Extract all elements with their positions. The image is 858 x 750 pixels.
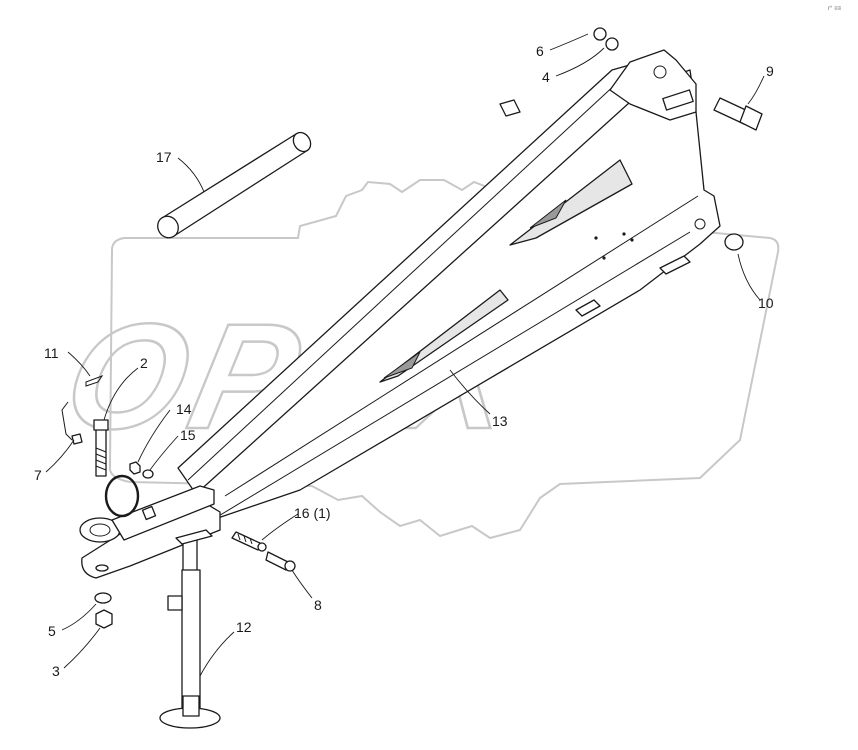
loose-parts — [231, 27, 763, 572]
bushing-top — [499, 99, 521, 117]
jack-stand — [159, 529, 221, 729]
washer — [94, 592, 112, 604]
drawbar-frame — [177, 49, 721, 521]
callout-9: 9 — [766, 63, 774, 79]
callout-labels: 6 4 9 10 17 11 2 14 15 7 16 (1) 13 8 12 … — [34, 43, 774, 679]
callout-6: 6 — [536, 43, 544, 59]
o-ring-4 — [605, 37, 619, 51]
callout-8: 8 — [314, 597, 322, 613]
callout-15: 15 — [180, 427, 196, 443]
bracket-mid — [575, 299, 601, 317]
callout-13: 13 — [492, 413, 508, 429]
bolt-16 — [231, 531, 263, 551]
cotter-pin — [85, 374, 104, 387]
callout-4: 4 — [542, 69, 550, 85]
callout-7: 7 — [34, 467, 42, 483]
callout-5: 5 — [48, 623, 56, 639]
rear-slot-plate — [662, 89, 694, 111]
callout-3: 3 — [52, 663, 60, 679]
callout-10: 10 — [758, 295, 774, 311]
o-ring-6 — [593, 27, 607, 41]
small-nut — [129, 461, 141, 475]
bracket-rear — [659, 255, 691, 275]
small-washer — [142, 469, 154, 479]
pin-ring — [104, 474, 140, 518]
bushing-10 — [724, 233, 744, 251]
callout-17: 17 — [156, 149, 172, 165]
corner-mark: r° ≡≡ — [828, 6, 842, 12]
callout-2: 2 — [140, 355, 148, 371]
callout-14: 14 — [176, 401, 192, 417]
callout-12: 12 — [236, 619, 252, 635]
callout-16: 16 (1) — [294, 505, 331, 521]
bolt-8 — [265, 551, 289, 571]
tube-17 — [157, 131, 312, 239]
nut — [95, 609, 113, 629]
hitch-assembly — [61, 374, 221, 629]
watermark-gear-outline — [108, 179, 780, 540]
leader-lines — [45, 33, 765, 677]
callout-11: 11 — [44, 345, 59, 361]
hitch-eye-plate — [81, 499, 221, 579]
